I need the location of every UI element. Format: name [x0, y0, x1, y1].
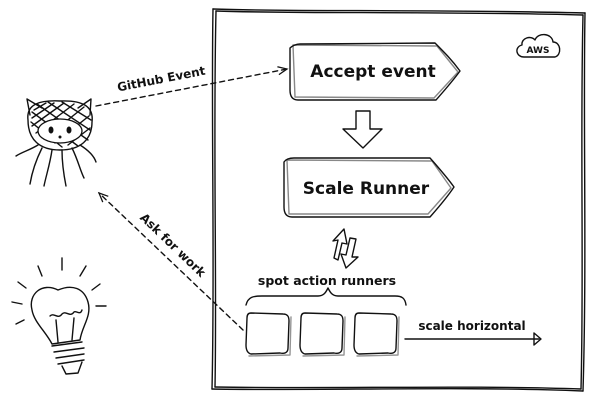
lightbulb-icon [11, 257, 107, 375]
runners-brace [245, 287, 407, 306]
octocat-icon [15, 98, 97, 187]
aws-boundary [211, 8, 586, 392]
github-event-label: GitHub Event [116, 64, 207, 95]
scale-runner-node: Scale Runner [283, 157, 455, 218]
aws-badge-label: AWS [527, 46, 550, 56]
aws-cloud-icon: AWS [516, 33, 561, 58]
runner-box-shadow [356, 316, 400, 357]
scale-runner-label: Scale Runner [303, 179, 430, 199]
runner-box [353, 312, 398, 355]
runner-box-shadow [248, 316, 292, 357]
accept-event-node: Accept event [289, 42, 461, 101]
ask-for-work-label: Ask for work [137, 210, 209, 280]
runner-box [245, 312, 290, 355]
runners-group-label: spot action runners [258, 273, 396, 288]
ask-for-work-edge: Ask for work [97, 191, 244, 331]
github-event-edge: GitHub Event [95, 64, 289, 107]
scale-horizontal-edge: scale horizontal [404, 319, 542, 346]
accept-event-label: Accept event [310, 62, 435, 82]
scale-horizontal-label: scale horizontal [418, 319, 525, 333]
bidirectional-arrow-icon [332, 228, 359, 269]
runner-boxes [245, 312, 400, 357]
runner-box-shadow [302, 316, 346, 357]
runner-box [299, 312, 344, 355]
down-arrow-icon [342, 110, 383, 149]
